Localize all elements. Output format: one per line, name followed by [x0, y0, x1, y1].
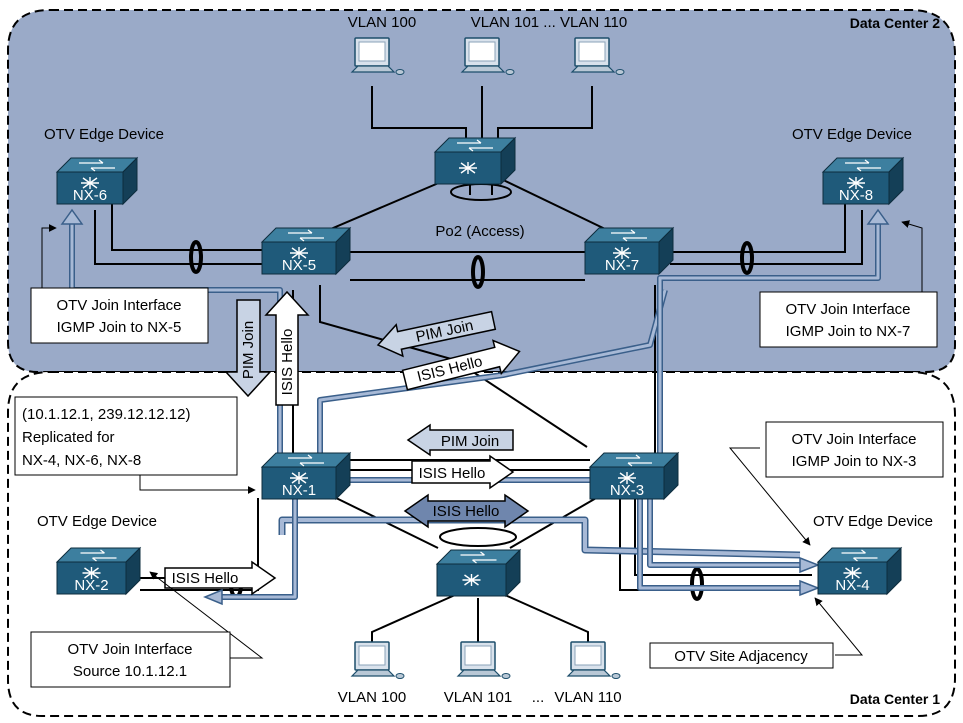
svg-text:Replicated for: Replicated for: [22, 429, 115, 446]
svg-text:IGMP Join to NX-3: IGMP Join to NX-3: [792, 453, 917, 470]
device-label-nx-1: NX-1: [282, 482, 316, 499]
device-label-nx-3: NX-3: [610, 482, 644, 499]
device-label-nx-7: NX-7: [605, 257, 639, 274]
device-label-nx-8: NX-8: [839, 187, 873, 204]
svg-text:OTV Site Adjacency: OTV Site Adjacency: [674, 648, 808, 665]
computer-icon-top-vlan-100: [350, 37, 405, 75]
isis-hello-horizontal: ISIS Hello: [411, 454, 515, 490]
isis-hello-vertical: ISIS Hello: [264, 290, 310, 406]
switch-nx-4: NX-4: [816, 546, 903, 596]
vlan-label-bottom-101: VLAN 101: [444, 689, 512, 706]
switch-nx-3: NX-3: [588, 451, 680, 501]
svg-text:IGMP Join to NX-5: IGMP Join to NX-5: [57, 319, 182, 336]
svg-text:OTV Join Interface: OTV Join Interface: [67, 641, 192, 658]
po2-label: Po2 (Access): [435, 223, 524, 240]
isis-hello-nx2: ISIS Hello: [164, 560, 277, 596]
data-center-2-region: [7, 9, 956, 373]
svg-text:(10.1.12.1, 239.12.12.12): (10.1.12.1, 239.12.12.12): [22, 406, 190, 423]
callout-nx6-join: OTV Join Interface IGMP Join to NX-5: [30, 224, 209, 344]
switch-nx-1: NX-1: [260, 451, 352, 501]
callout-nx2-join: OTV Join Interface Source 10.1.12.1: [30, 571, 264, 688]
callout-nx4-join: OTV Join Interface IGMP Join to NX-3: [728, 421, 944, 546]
pim-join-horizontal: PIM Join: [406, 423, 514, 457]
switch-nx-7: NX-7: [583, 226, 675, 276]
device-label-nx-2: NX-2: [74, 577, 108, 594]
vlan-label-top-101-110: VLAN 101 ... VLAN 110: [471, 14, 627, 31]
svg-text:ISIS Hello: ISIS Hello: [172, 570, 239, 587]
device-label-nx-6: NX-6: [73, 187, 107, 204]
switch-access-switch-dc2: [433, 136, 517, 186]
data-center-1-label: Data Center 1: [850, 691, 940, 707]
vlan-label-bottom-100: VLAN 100: [338, 689, 406, 706]
switches: NX-6 NX-8NX-5 NX-7NX-1 NX-3NX-2 NX-4: [55, 136, 905, 598]
svg-text:OTV Join Interface: OTV Join Interface: [791, 431, 916, 448]
svg-text:OTV Join Interface: OTV Join Interface: [785, 301, 910, 318]
svg-text:PIM Join: PIM Join: [240, 321, 257, 379]
edge-label-nx6: OTV Edge Device: [44, 126, 164, 143]
computer-icon-bottom-vlan-110: [566, 641, 621, 679]
edge-label-nx4: OTV Edge Device: [813, 513, 933, 530]
links: [94, 86, 863, 650]
svg-text:ISIS Hello: ISIS Hello: [433, 503, 500, 520]
computer-icon-bottom-vlan-101: [456, 641, 511, 679]
computer-icon-top-vlan-110: [570, 37, 625, 75]
edge-label-nx8: OTV Edge Device: [792, 126, 912, 143]
pim-join-vertical: PIM Join: [224, 299, 272, 398]
switch-nx-6: NX-6: [55, 156, 139, 206]
vlan-label-top-100: VLAN 100: [348, 14, 416, 31]
switch-nx-5: NX-5: [260, 226, 352, 276]
callout-replicated: (10.1.12.1, 239.12.12.12) Replicated for…: [14, 396, 256, 494]
svg-text:ISIS Hello: ISIS Hello: [419, 465, 486, 482]
svg-text:Source 10.1.12.1: Source 10.1.12.1: [73, 663, 187, 680]
switch-nx-2: NX-2: [55, 546, 142, 596]
isis-hello-bidirectional: ISIS Hello: [403, 493, 530, 529]
svg-text:PIM Join: PIM Join: [441, 433, 499, 450]
svg-text:OTV Join Interface: OTV Join Interface: [56, 297, 181, 314]
device-label-nx-4: NX-4: [835, 577, 869, 594]
computer-icon-top-vlan-101: [460, 37, 515, 75]
hosts: [350, 37, 625, 679]
data-center-2-label: Data Center 2: [850, 15, 940, 31]
callout-nx8-join: OTV Join Interface IGMP Join to NX-7: [759, 220, 938, 348]
otv-path-arrowheads: [60, 208, 890, 606]
switch-nx-8: NX-8: [821, 156, 905, 206]
data-center-1-region: [7, 371, 956, 717]
callout-site-adjacency: OTV Site Adjacency: [649, 597, 864, 669]
switch-access-switch-dc1: [435, 548, 522, 598]
svg-text:ISIS Hello: ISIS Hello: [279, 329, 296, 396]
vlan-label-bottom-ellipsis: ...: [532, 689, 545, 706]
vlan-label-bottom-110: VLAN 110: [554, 689, 621, 706]
svg-text:NX-4, NX-6, NX-8: NX-4, NX-6, NX-8: [22, 452, 141, 469]
svg-text:IGMP Join to NX-7: IGMP Join to NX-7: [786, 323, 911, 340]
edge-label-nx2: OTV Edge Device: [37, 513, 157, 530]
computer-icon-bottom-vlan-100: [350, 641, 405, 679]
device-label-nx-5: NX-5: [282, 257, 316, 274]
